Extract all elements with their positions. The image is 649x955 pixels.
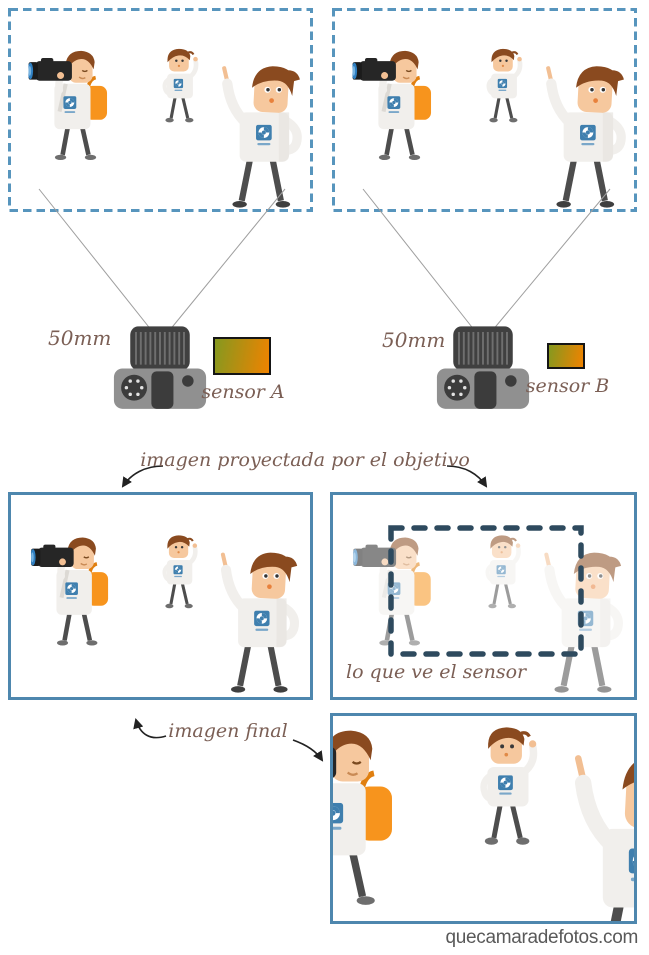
dashed-frame-border xyxy=(332,8,637,212)
final-image-label: imagen final xyxy=(168,720,288,742)
scene-frame-b xyxy=(332,8,637,212)
camera-a-illustration xyxy=(112,326,208,411)
dashed-frame-border xyxy=(8,8,313,212)
sensor-b-swatch xyxy=(547,343,585,369)
projected-image-label: imagen proyectada por el objetivo xyxy=(140,449,470,471)
sensor-view-label: lo que ve el sensor xyxy=(346,661,527,683)
arrow-final-right xyxy=(292,739,324,762)
arrow-final-left xyxy=(133,718,167,739)
projected-scene-a xyxy=(11,495,310,697)
focal-length-label-a: 50mm xyxy=(48,326,112,350)
projected-image-frame-a xyxy=(8,492,313,700)
site-watermark: quecamaradefotos.com xyxy=(445,927,638,948)
camera-b-illustration xyxy=(435,326,531,411)
final-cropped-scene xyxy=(333,716,634,921)
sensor-b-label: sensor B xyxy=(525,375,610,397)
scene-frame-a xyxy=(8,8,313,212)
final-image-frame xyxy=(330,713,637,924)
sensor-a-label: sensor A xyxy=(201,381,285,403)
focal-length-label-b: 50mm xyxy=(382,328,446,352)
sensor-a-swatch xyxy=(213,337,271,375)
